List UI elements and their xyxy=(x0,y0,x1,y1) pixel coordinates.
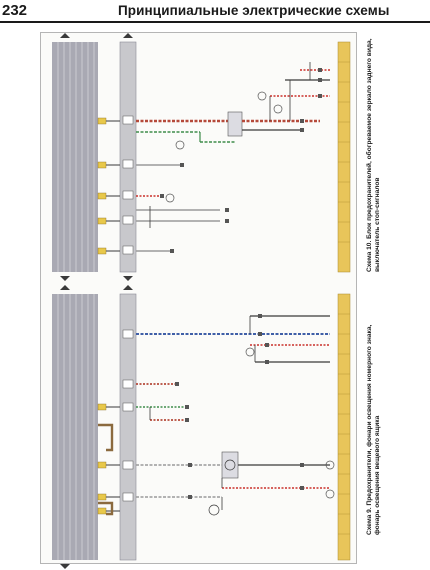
schema-9-wires xyxy=(97,314,335,516)
fuse-block-strip xyxy=(119,33,137,561)
page-header: 232 Принципиальные электрические схемы xyxy=(0,0,430,28)
bus-end-markers xyxy=(60,33,70,569)
power-bus-bars xyxy=(52,42,98,560)
header-rule xyxy=(0,21,430,23)
page-number: 232 xyxy=(2,2,28,19)
page-title: Принципиальные электрические схемы xyxy=(118,3,390,18)
schema-10-wires xyxy=(97,62,330,255)
schema-9-caption: Схема 9. Предохранители, фонари освещени… xyxy=(366,324,381,535)
connector-strip xyxy=(337,41,351,561)
schema-10-caption: Схема 10. Блок предохранителей, обогрева… xyxy=(366,38,381,272)
